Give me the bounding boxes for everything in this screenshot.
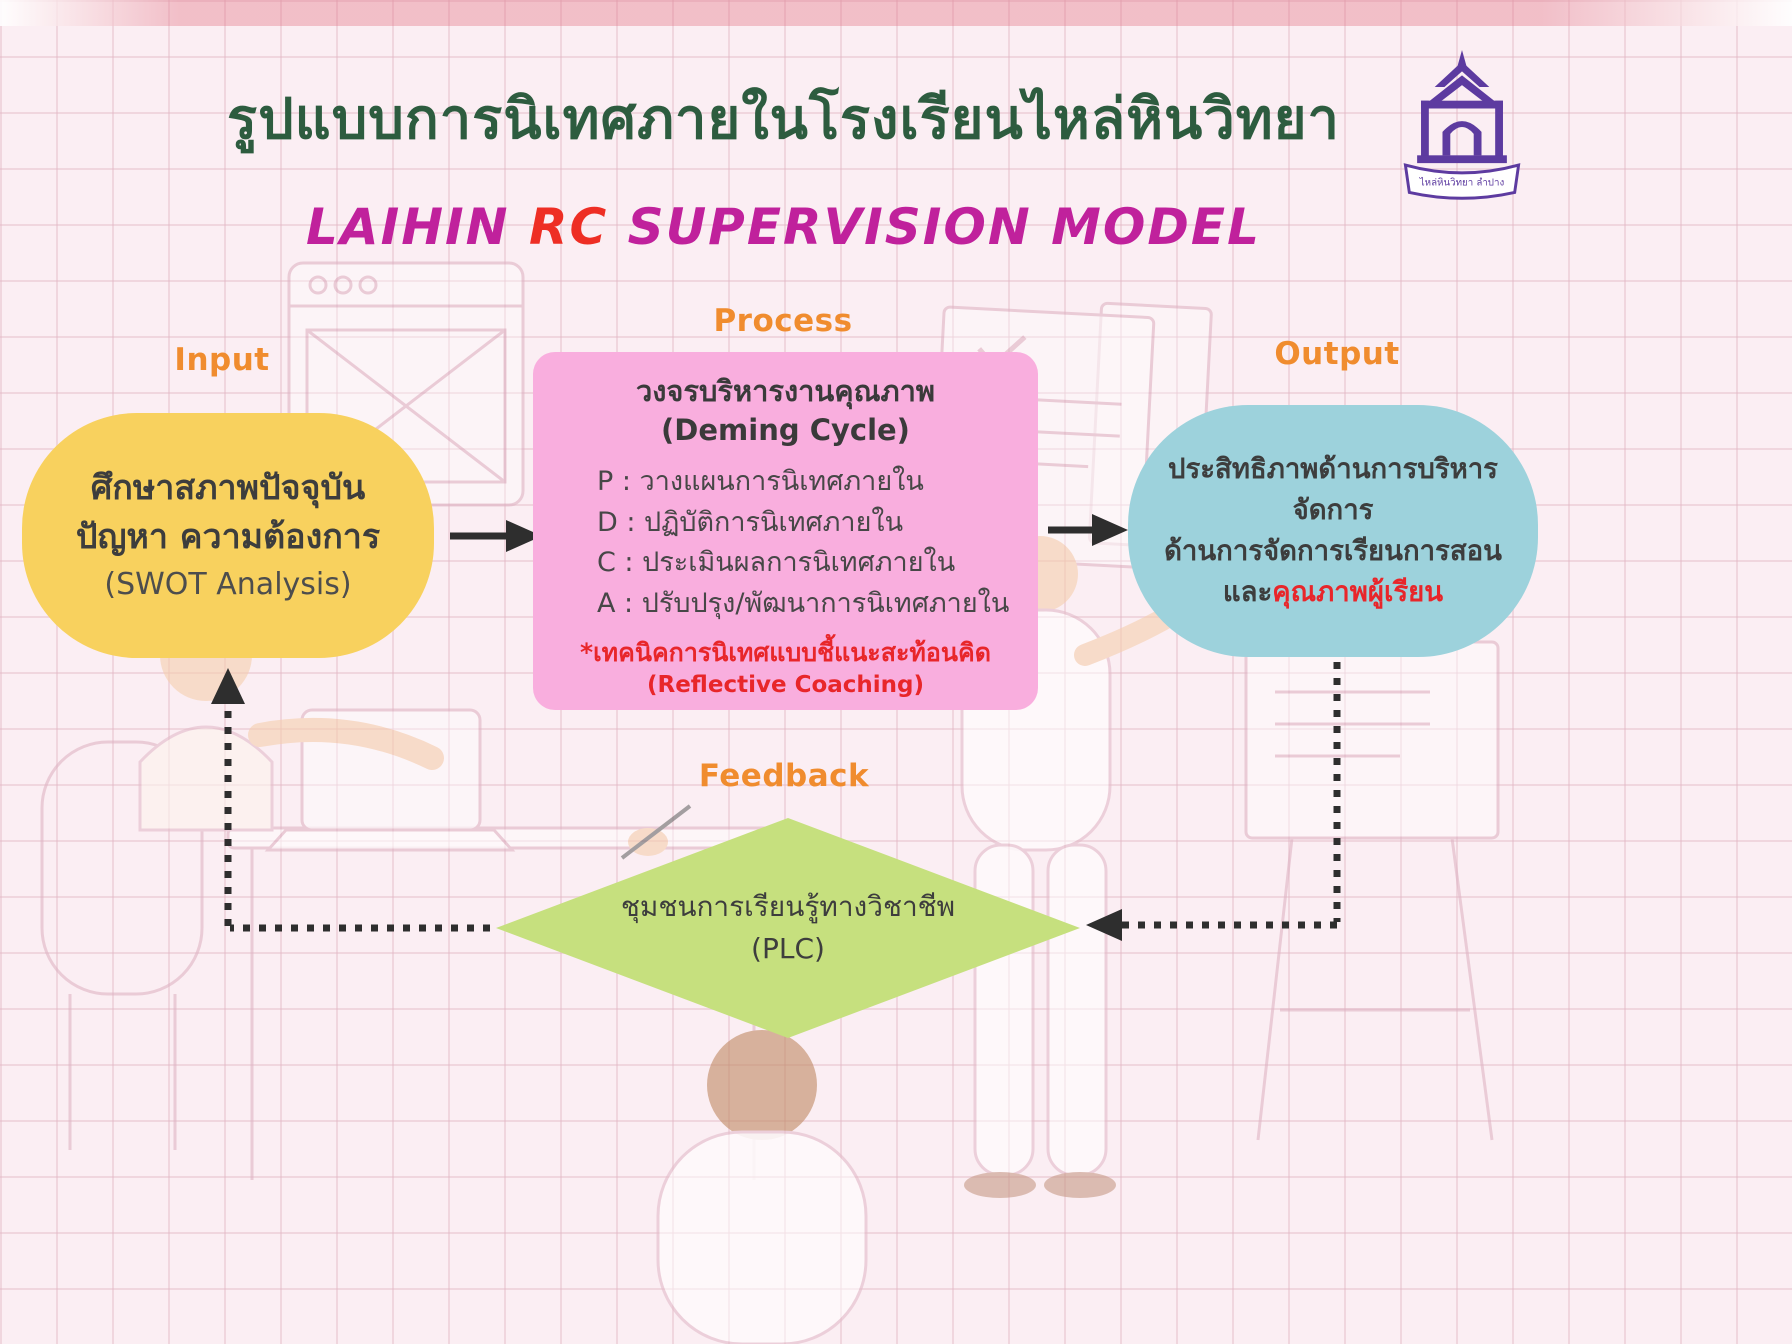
subtitle-rc: RC	[528, 198, 609, 256]
process-heading2: (Deming Cycle)	[661, 413, 910, 448]
process-step-d: D : ปฏิบัติการนิเทศภายใน	[597, 506, 904, 538]
logo-banner-text: ไหล่หินวิทยา ลำปาง	[1419, 177, 1505, 189]
subtitle-part1: LAIHIN	[306, 198, 510, 256]
input-block: ศึกษาสภาพปัจจุบัน ปัญหา ความต้องการ (SWO…	[22, 413, 434, 658]
logo-temple-icon	[1417, 49, 1507, 164]
output-line1: ประสิทธิภาพด้านการบริหารจัดการ	[1168, 452, 1498, 526]
input-line1: ศึกษาสภาพปัจจุบัน	[90, 467, 366, 508]
label-feedback: Feedback	[698, 758, 870, 794]
input-line3: (SWOT Analysis)	[104, 567, 352, 603]
label-input: Input	[174, 342, 270, 378]
process-steps: P : วางแผนการนิเทศภายใน D : ปฏิบัติการนิ…	[561, 462, 1010, 624]
output-block: ประสิทธิภาพด้านการบริหารจัดการ ด้านการจั…	[1128, 405, 1538, 657]
process-block: วงจรบริหารงานคุณภาพ (Deming Cycle) P : ว…	[533, 352, 1038, 710]
logo-banner: ไหล่หินวิทยา ลำปาง	[1403, 163, 1521, 200]
process-heading1: วงจรบริหารงานคุณภาพ	[635, 374, 936, 408]
process-note: *เทคนิคการนิเทศแบบชี้แนะสะท้อนคิด (Refle…	[561, 636, 1010, 701]
label-output: Output	[1274, 336, 1400, 372]
top-decor-band	[0, 0, 1792, 26]
subtitle-part2: SUPERVISION MODEL	[627, 198, 1261, 256]
process-note-line1: *เทคนิคการนิเทศแบบชี้แนะสะท้อนคิด	[580, 638, 991, 668]
page-subtitle: LAIHIN RC SUPERVISION MODEL	[0, 198, 1567, 256]
input-line2: ปัญหา ความต้องการ	[75, 517, 381, 557]
process-note-line2: (Reflective Coaching)	[646, 672, 925, 699]
output-line3: และคุณภาพผู้เรียน	[1223, 572, 1443, 613]
school-logo: ไหล่หินวิทยา ลำปาง	[1392, 48, 1532, 208]
process-step-p: P : วางแผนการนิเทศภายใน	[597, 466, 924, 498]
output-line2: ด้านการจัดการเรียนการสอน	[1164, 535, 1502, 567]
feedback-line1: ชุมชนการเรียนรู้ทางวิชาชีพ	[620, 890, 956, 923]
page-title: รูปแบบการนิเทศภายในโรงเรียนไหล่หินวิทยา	[227, 87, 1340, 152]
feedback-line2: (PLC)	[751, 932, 825, 965]
process-step-c: C : ประเมินผลการนิเทศภายใน	[597, 547, 956, 579]
process-step-a: A : ปรับปรุง/พัฒนาการนิเทศภายใน	[597, 587, 1010, 619]
label-process: Process	[713, 303, 853, 339]
output-line3-highlight: คุณภาพผู้เรียน	[1272, 576, 1444, 609]
output-line3-prefix: และ	[1222, 576, 1273, 609]
